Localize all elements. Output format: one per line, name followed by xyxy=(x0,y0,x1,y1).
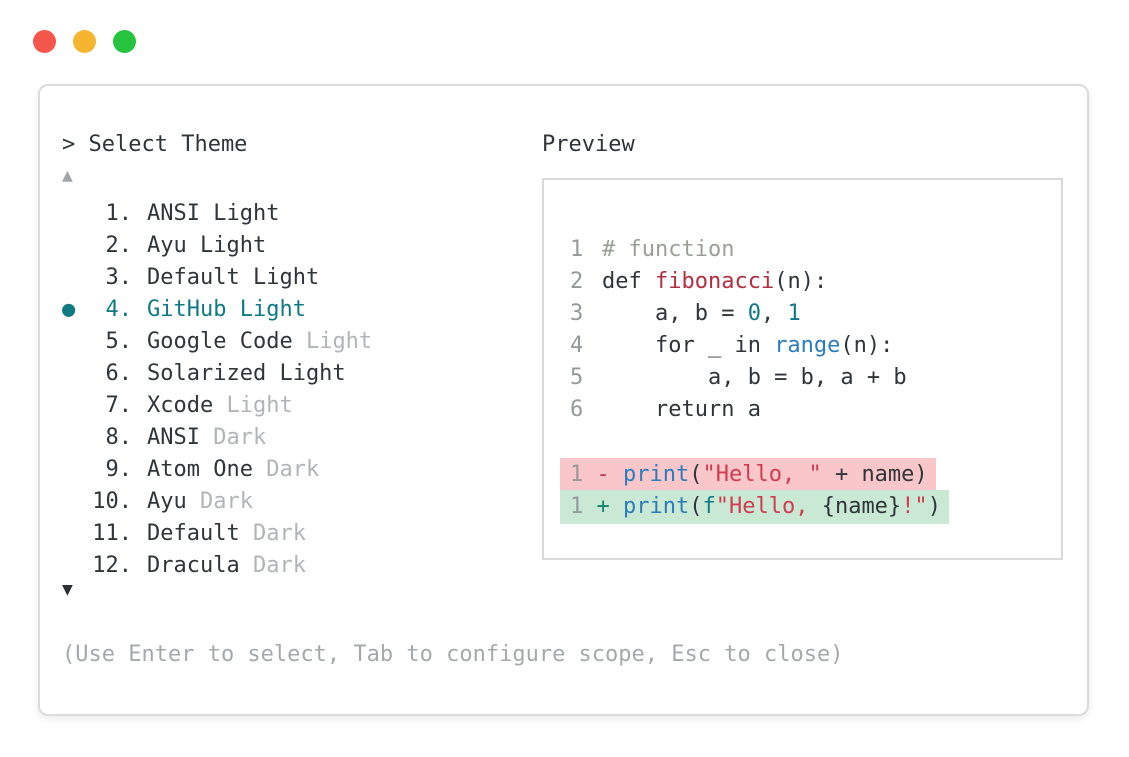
theme-item[interactable]: 5. Google Code Light xyxy=(62,326,373,358)
theme-name: Default Light xyxy=(147,265,320,290)
close-button[interactable] xyxy=(33,30,56,53)
code-line: 1# function xyxy=(570,237,735,262)
selected-bullet-icon xyxy=(62,422,92,454)
theme-item[interactable]: 7. Xcode Light xyxy=(62,390,372,422)
code-line xyxy=(570,426,949,458)
selected-bullet-icon xyxy=(62,358,92,390)
theme-number: 2. xyxy=(105,233,133,258)
theme-name: Default Dark xyxy=(147,521,306,546)
window-controls xyxy=(33,30,136,53)
theme-item[interactable]: 3. Default Light xyxy=(62,262,372,294)
theme-number: 4. xyxy=(105,297,133,322)
theme-number: 12. xyxy=(92,553,132,578)
theme-name: Ayu Light xyxy=(147,233,267,258)
theme-item[interactable]: 12. Dracula Dark xyxy=(62,550,372,582)
diff-line-removed: 1 - print("Hello, " + name) xyxy=(560,458,949,492)
theme-list: 1. ANSI Light 2. Ayu Light 3. Default Light… xyxy=(62,198,372,582)
code-line: 6 return a xyxy=(570,397,761,422)
theme-number: 1. xyxy=(105,201,133,226)
selected-bullet-icon: ● xyxy=(62,297,76,322)
theme-number: 5. xyxy=(105,329,133,354)
preview-label: Preview xyxy=(542,132,635,157)
theme-item[interactable]: 8. ANSI Dark xyxy=(62,422,372,454)
theme-item[interactable]: 1. ANSI Light xyxy=(62,198,372,230)
theme-name: GitHub Light xyxy=(147,297,306,322)
theme-item[interactable]: 6. Solarized Light xyxy=(62,358,372,390)
selected-bullet-icon xyxy=(62,454,92,486)
code-line: 4 for _ in range(n): xyxy=(570,333,894,358)
theme-number: 8. xyxy=(105,425,133,450)
scroll-down-icon[interactable]: ▼ xyxy=(62,579,73,600)
code-line: 5 a, b = b, a + b xyxy=(570,365,907,390)
theme-selector-dialog: > Select Theme Preview ▲ 1. ANSI Light 2.… xyxy=(38,84,1089,716)
theme-name: Ayu Dark xyxy=(147,489,253,514)
theme-number: 3. xyxy=(105,265,133,290)
theme-item[interactable]: 11. Default Dark xyxy=(62,518,372,550)
theme-item[interactable]: 10. Ayu Dark xyxy=(62,486,372,518)
selected-bullet-icon xyxy=(62,262,92,294)
theme-name: Google Code Light xyxy=(147,329,373,354)
selected-bullet-icon xyxy=(62,326,92,358)
selected-bullet-icon xyxy=(62,198,92,230)
zoom-button[interactable] xyxy=(113,30,136,53)
keyboard-hint: (Use Enter to select, Tab to configure s… xyxy=(62,642,844,667)
theme-name: ANSI Dark xyxy=(147,425,267,450)
minimize-button[interactable] xyxy=(73,30,96,53)
theme-number: 11. xyxy=(92,521,132,546)
scroll-up-icon[interactable]: ▲ xyxy=(62,165,73,186)
theme-name: Atom One Dark xyxy=(147,457,320,482)
theme-number: 10. xyxy=(92,489,132,514)
diff-line-added: 1 + print(f"Hello, {name}!") xyxy=(560,490,949,524)
selected-bullet-icon xyxy=(62,518,92,550)
theme-number: 6. xyxy=(105,361,133,386)
selected-bullet-icon xyxy=(62,486,92,518)
theme-item[interactable]: 9. Atom One Dark xyxy=(62,454,372,486)
code-line: 3 a, b = 0, 1 xyxy=(570,301,801,326)
selected-bullet-icon xyxy=(62,550,92,582)
theme-name: Dracula Dark xyxy=(147,553,306,578)
select-theme-prompt: > Select Theme xyxy=(62,132,248,157)
selected-bullet-icon xyxy=(62,230,92,262)
theme-number: 9. xyxy=(105,457,133,482)
theme-name: Xcode Light xyxy=(147,393,293,418)
theme-number: 7. xyxy=(105,393,133,418)
theme-name: ANSI Light xyxy=(147,201,280,226)
theme-item[interactable]: ● 4. GitHub Light xyxy=(62,294,372,326)
theme-item[interactable]: 2. Ayu Light xyxy=(62,230,372,262)
selected-bullet-icon xyxy=(62,390,92,422)
theme-name: Solarized Light xyxy=(147,361,346,386)
